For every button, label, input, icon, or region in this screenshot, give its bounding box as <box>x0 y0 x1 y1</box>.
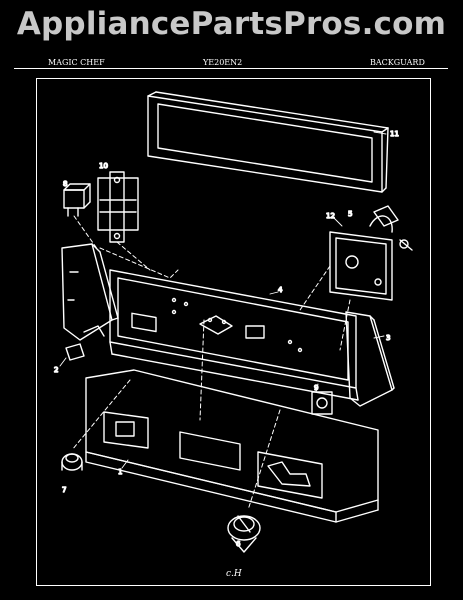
callout-9: 9 <box>314 384 318 392</box>
part-11-top-panel <box>147 91 389 193</box>
part-2-left-endcap <box>61 243 119 361</box>
callout-7: 7 <box>62 486 66 494</box>
part-9-switch <box>311 391 333 415</box>
leader-10 <box>116 241 151 271</box>
part-4-backguard-panel <box>109 269 359 401</box>
header-model: YE20EN2 <box>203 58 243 67</box>
callout-5: 5 <box>348 210 352 218</box>
handwritten-signature: c.H <box>226 569 242 579</box>
part-6-large-knob <box>227 515 261 553</box>
header-section: BACKGUARD <box>370 58 425 67</box>
watermark-text: AppliancePartsPros.com <box>16 6 447 42</box>
callout-3: 3 <box>386 334 390 342</box>
leader-8 <box>73 215 99 251</box>
diagram-frame <box>36 78 431 586</box>
callout-4: 4 <box>278 286 283 294</box>
callout-6: 6 <box>236 540 241 548</box>
header-rule <box>14 68 448 69</box>
part-10-bracket <box>97 171 139 243</box>
leader-4 <box>199 319 205 421</box>
leader-6 <box>247 409 281 511</box>
part-3-right-endcap <box>345 311 395 407</box>
callout-1: 1 <box>118 468 122 476</box>
callout-12: 12 <box>326 212 335 220</box>
leader-7 <box>71 379 131 451</box>
callout-2: 2 <box>54 366 58 374</box>
callout-8: 8 <box>63 180 67 188</box>
part-5-rotary-switch <box>329 205 413 301</box>
leader-5 <box>299 265 331 311</box>
part-1-control-panel <box>85 369 379 523</box>
callout-11: 11 <box>390 130 399 138</box>
part-7-knob <box>61 453 83 471</box>
leader-12 <box>339 299 351 351</box>
part-8-relay <box>63 183 91 217</box>
header-brand: MAGIC CHEF <box>48 58 105 67</box>
leader-2 <box>99 247 179 279</box>
callout-10: 10 <box>99 162 108 170</box>
